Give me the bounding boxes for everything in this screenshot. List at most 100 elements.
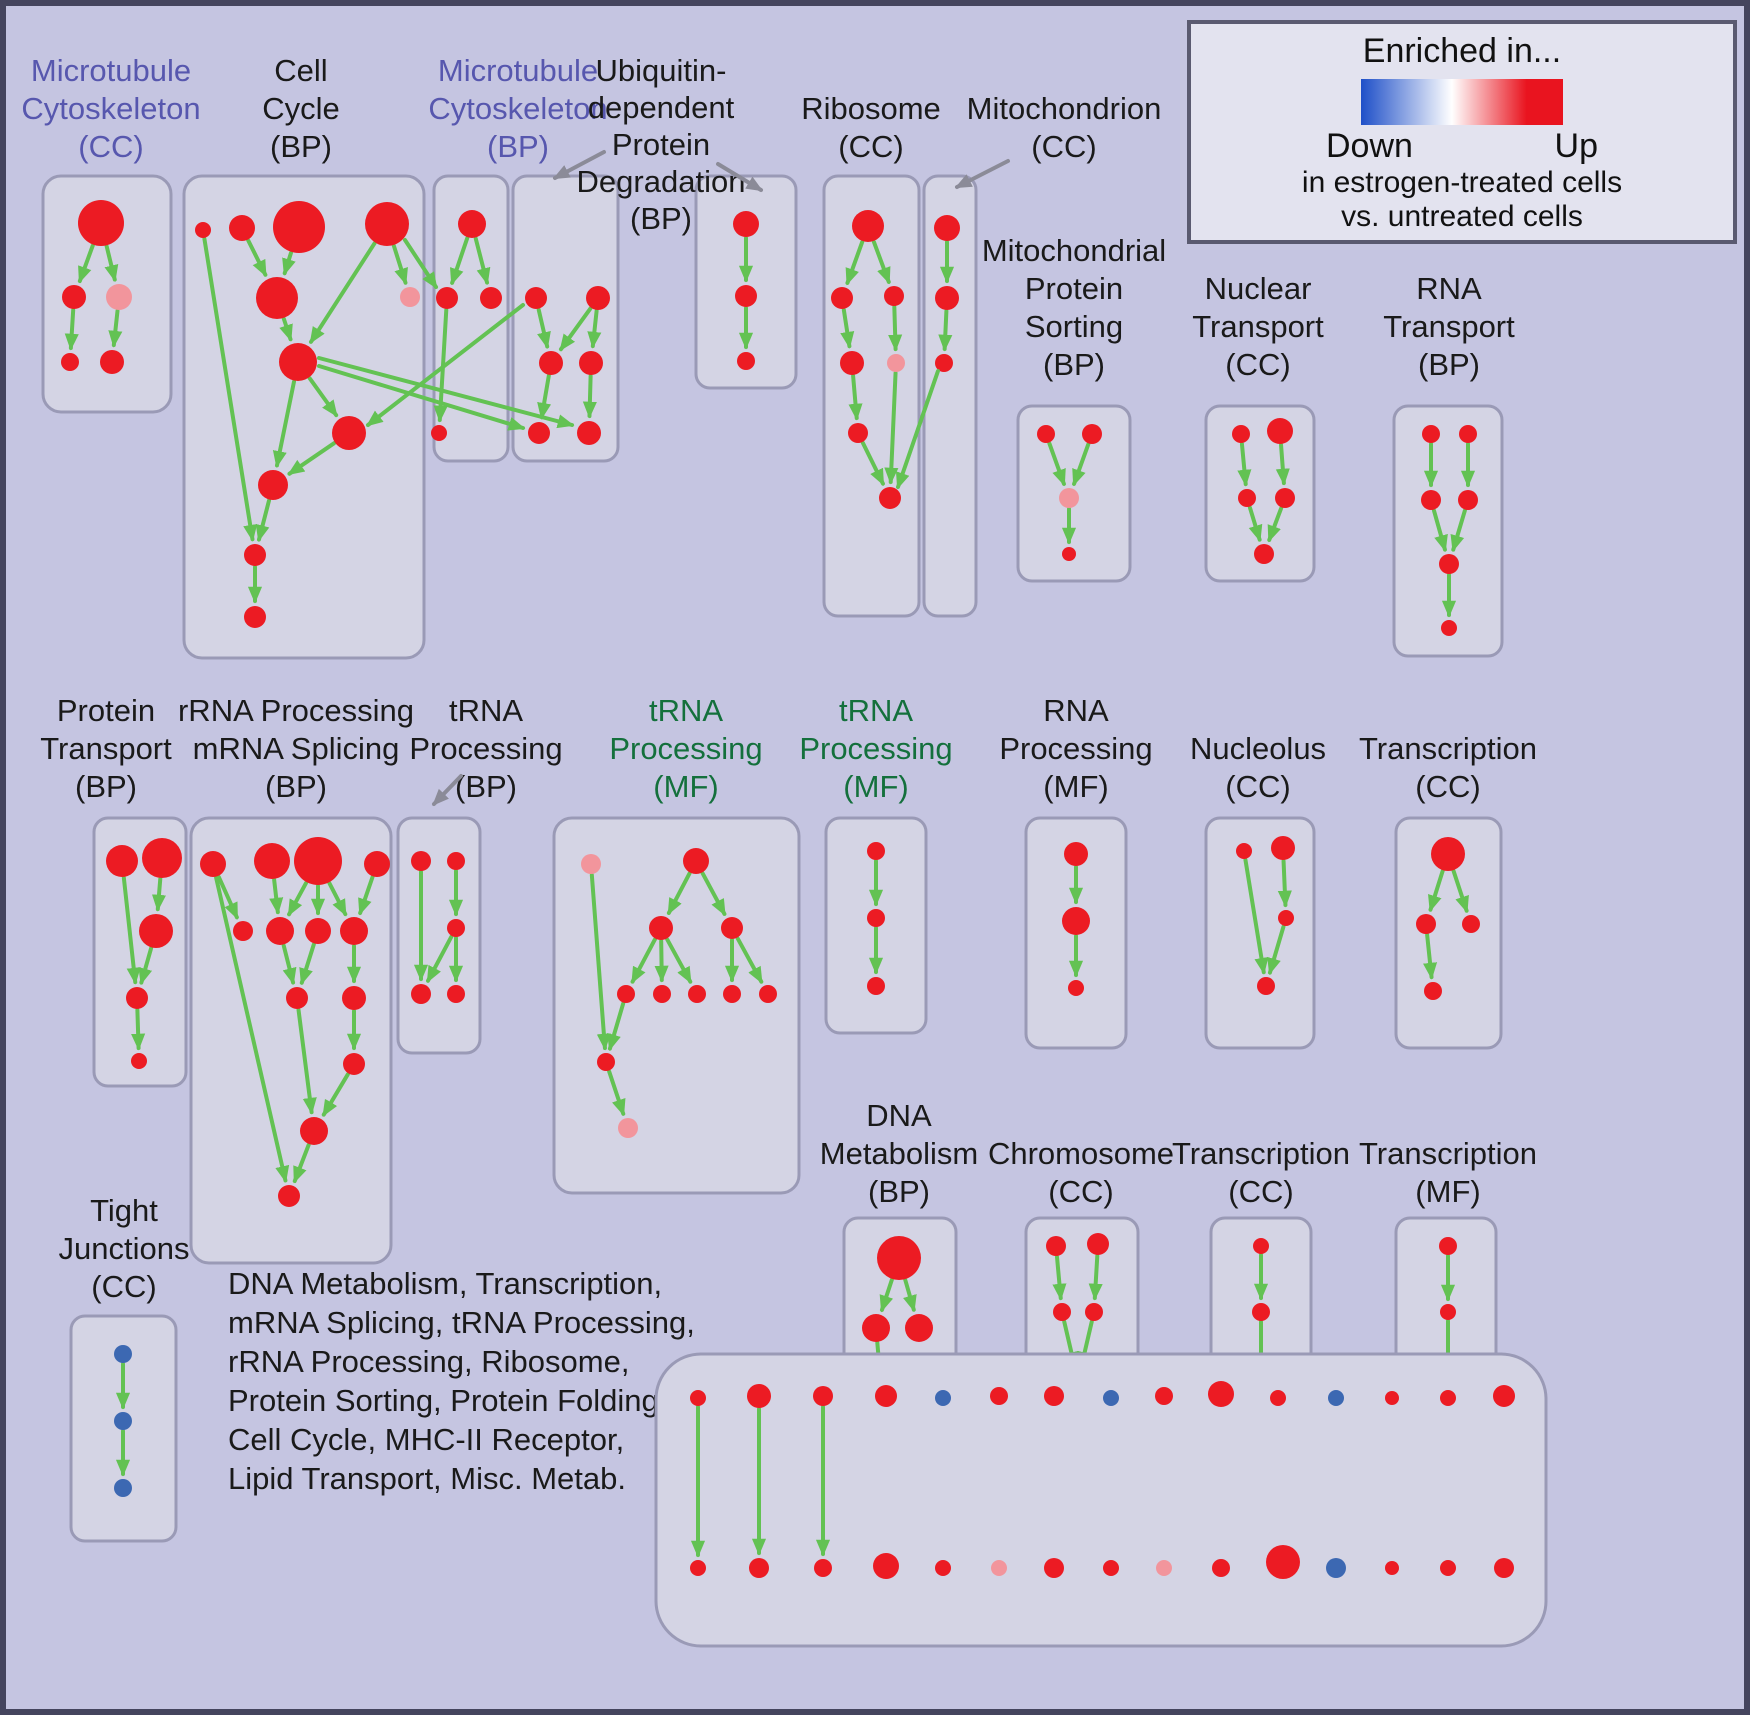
- misc-cluster-strip-node-21[interactable]: [1044, 1558, 1064, 1578]
- rrna-processing-mrna-splicing-bp-node-0[interactable]: [200, 851, 226, 877]
- mitochondrial-protein-sorting-bp-node-3[interactable]: [1062, 547, 1076, 561]
- misc-cluster-strip-node-19[interactable]: [935, 1560, 951, 1576]
- chromosome-cc-node-2[interactable]: [1053, 1303, 1071, 1321]
- misc-cluster-strip-node-11[interactable]: [1328, 1390, 1344, 1406]
- trna-processing-mf-2-node-1[interactable]: [867, 909, 885, 927]
- cell-cycle-bp-node-7[interactable]: [332, 416, 366, 450]
- nuclear-transport-cc-node-2[interactable]: [1238, 489, 1256, 507]
- rrna-processing-mrna-splicing-bp-node-6[interactable]: [305, 918, 331, 944]
- trna-processing-mf-1-node-4[interactable]: [617, 985, 635, 1003]
- misc-cluster-strip-node-5[interactable]: [990, 1387, 1008, 1405]
- transcription-cc-1-node-2[interactable]: [1462, 915, 1480, 933]
- misc-cluster-strip-node-0[interactable]: [690, 1390, 706, 1406]
- ribosome-cc-node-1[interactable]: [831, 287, 853, 309]
- ribosome-cc-node-5[interactable]: [848, 423, 868, 443]
- dna-metabolism-bp-node-2[interactable]: [905, 1314, 933, 1342]
- misc-cluster-strip-node-10[interactable]: [1270, 1390, 1286, 1406]
- trna-processing-mf-1-node-3[interactable]: [721, 917, 743, 939]
- misc-cluster-strip-node-23[interactable]: [1156, 1560, 1172, 1576]
- mitochondrion-cc-node-2[interactable]: [935, 354, 953, 372]
- nuclear-transport-cc-node-0[interactable]: [1232, 425, 1250, 443]
- trna-processing-bp-node-2[interactable]: [447, 919, 465, 937]
- protein-transport-bp-node-0[interactable]: [106, 845, 138, 877]
- microtubule-cytoskeleton-cc-node-3[interactable]: [61, 353, 79, 371]
- microtubule-cytoskeleton-cc-node-4[interactable]: [100, 350, 124, 374]
- misc-cluster-strip-node-18[interactable]: [873, 1553, 899, 1579]
- ubiquitin-dependent-protein-degradation-bp-node-1[interactable]: [735, 285, 757, 307]
- cell-cycle-bp-node-10[interactable]: [244, 606, 266, 628]
- tight-junctions-cc-node-2[interactable]: [114, 1479, 132, 1497]
- trna-processing-mf-1-node-1[interactable]: [683, 848, 709, 874]
- protein-transport-bp-node-2[interactable]: [139, 914, 173, 948]
- ubiquitin-dependent-protein-degradation-bp-node-0[interactable]: [733, 211, 759, 237]
- protein-transport-bp-node-1[interactable]: [142, 838, 182, 878]
- misc-cluster-strip-node-12[interactable]: [1385, 1391, 1399, 1405]
- trna-processing-mf-1-node-7[interactable]: [723, 985, 741, 1003]
- dna-metabolism-bp-node-1[interactable]: [862, 1314, 890, 1342]
- cell-cycle-bp-node-0[interactable]: [195, 222, 211, 238]
- ribosome-cc-node-3[interactable]: [840, 351, 864, 375]
- microtubule-cytoskeleton-bp-node-1[interactable]: [436, 287, 458, 309]
- microtubule-cytoskeleton-bp-node-4[interactable]: [525, 287, 547, 309]
- cell-cycle-bp-node-9[interactable]: [244, 544, 266, 566]
- misc-cluster-strip-node-14[interactable]: [1493, 1385, 1515, 1407]
- rrna-processing-mrna-splicing-bp-node-12[interactable]: [278, 1185, 300, 1207]
- trna-processing-mf-2-node-2[interactable]: [867, 977, 885, 995]
- rna-transport-bp-node-1[interactable]: [1459, 425, 1477, 443]
- rrna-processing-mrna-splicing-bp-node-5[interactable]: [266, 917, 294, 945]
- mitochondrion-cc-node-1[interactable]: [935, 286, 959, 310]
- cell-cycle-bp-node-5[interactable]: [400, 287, 420, 307]
- microtubule-cytoskeleton-bp-node-6[interactable]: [539, 351, 563, 375]
- cell-cycle-bp-node-1[interactable]: [229, 215, 255, 241]
- misc-cluster-strip-node-15[interactable]: [690, 1560, 706, 1576]
- microtubule-cytoskeleton-bp-node-8[interactable]: [528, 422, 550, 444]
- rna-transport-bp-node-2[interactable]: [1421, 490, 1441, 510]
- rna-transport-bp-node-4[interactable]: [1439, 554, 1459, 574]
- rna-transport-bp-node-5[interactable]: [1441, 620, 1457, 636]
- microtubule-cytoskeleton-cc-node-1[interactable]: [62, 285, 86, 309]
- protein-transport-bp-node-3[interactable]: [126, 987, 148, 1009]
- microtubule-cytoskeleton-bp-node-3[interactable]: [431, 425, 447, 441]
- misc-cluster-strip-node-6[interactable]: [1044, 1386, 1064, 1406]
- chromosome-cc-node-1[interactable]: [1087, 1233, 1109, 1255]
- misc-cluster-strip-node-16[interactable]: [749, 1558, 769, 1578]
- microtubule-cytoskeleton-bp-node-5[interactable]: [586, 286, 610, 310]
- misc-cluster-strip-node-27[interactable]: [1385, 1561, 1399, 1575]
- rrna-processing-mrna-splicing-bp-node-1[interactable]: [254, 843, 290, 879]
- misc-cluster-strip-node-1[interactable]: [747, 1384, 771, 1408]
- microtubule-cytoskeleton-bp-node-7[interactable]: [579, 351, 603, 375]
- tight-junctions-cc-node-1[interactable]: [114, 1412, 132, 1430]
- trna-processing-mf-1-node-10[interactable]: [618, 1118, 638, 1138]
- ribosome-cc-node-6[interactable]: [879, 487, 901, 509]
- mitochondrial-protein-sorting-bp-node-2[interactable]: [1059, 488, 1079, 508]
- ribosome-cc-node-2[interactable]: [884, 286, 904, 306]
- nuclear-transport-cc-node-1[interactable]: [1267, 418, 1293, 444]
- rna-processing-mf-node-1[interactable]: [1062, 907, 1090, 935]
- transcription-cc-1-node-0[interactable]: [1431, 837, 1465, 871]
- nucleolus-cc-node-3[interactable]: [1257, 977, 1275, 995]
- misc-cluster-strip-node-20[interactable]: [991, 1560, 1007, 1576]
- trna-processing-mf-2-node-0[interactable]: [867, 842, 885, 860]
- rrna-processing-mrna-splicing-bp-node-8[interactable]: [286, 987, 308, 1009]
- mitochondrion-cc-node-0[interactable]: [934, 215, 960, 241]
- rrna-processing-mrna-splicing-bp-node-4[interactable]: [233, 921, 253, 941]
- microtubule-cytoskeleton-bp-node-9[interactable]: [577, 421, 601, 445]
- misc-cluster-strip-node-17[interactable]: [814, 1559, 832, 1577]
- trna-processing-mf-1-node-2[interactable]: [649, 916, 673, 940]
- nuclear-transport-cc-node-4[interactable]: [1254, 544, 1274, 564]
- chromosome-cc-node-3[interactable]: [1085, 1303, 1103, 1321]
- misc-cluster-strip-node-28[interactable]: [1440, 1560, 1456, 1576]
- nucleolus-cc-node-2[interactable]: [1278, 910, 1294, 926]
- misc-cluster-strip-node-13[interactable]: [1440, 1390, 1456, 1406]
- trna-processing-mf-1-node-6[interactable]: [688, 985, 706, 1003]
- rrna-processing-mrna-splicing-bp-node-3[interactable]: [364, 851, 390, 877]
- rna-processing-mf-node-0[interactable]: [1064, 842, 1088, 866]
- mitochondrial-protein-sorting-bp-node-1[interactable]: [1082, 424, 1102, 444]
- ribosome-cc-node-0[interactable]: [852, 210, 884, 242]
- trna-processing-mf-1-node-5[interactable]: [653, 985, 671, 1003]
- mitochondrial-protein-sorting-bp-node-0[interactable]: [1037, 425, 1055, 443]
- nuclear-transport-cc-node-3[interactable]: [1275, 488, 1295, 508]
- transcription-mf-node-0[interactable]: [1439, 1237, 1457, 1255]
- cell-cycle-bp-node-2[interactable]: [273, 201, 325, 253]
- misc-cluster-strip-node-26[interactable]: [1326, 1558, 1346, 1578]
